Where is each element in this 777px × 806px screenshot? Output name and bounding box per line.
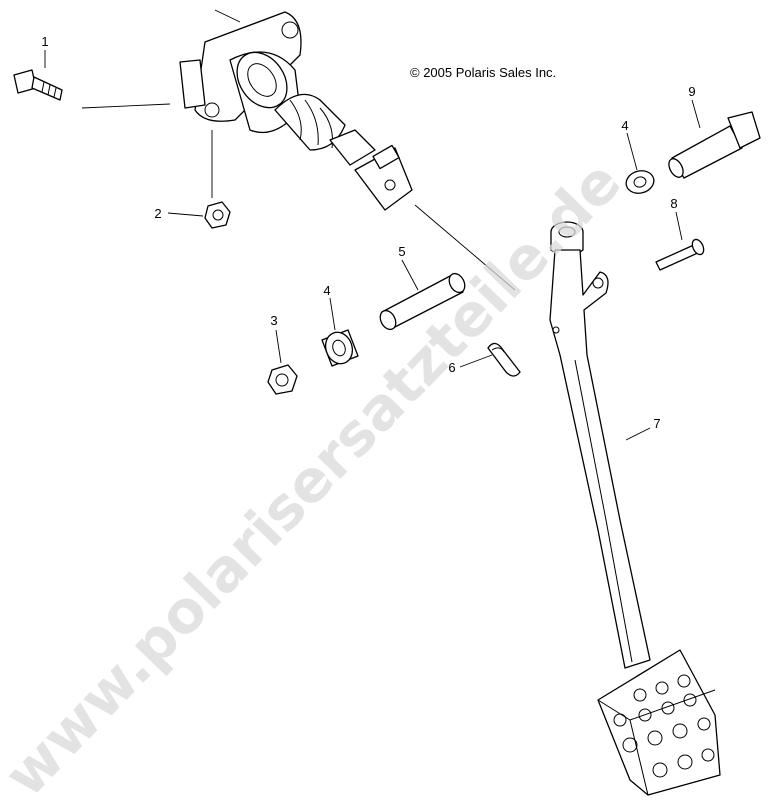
nut-part-2 bbox=[167, 201, 231, 229]
assembly-line-clevis bbox=[414, 204, 516, 291]
callout-1: 1 bbox=[41, 34, 48, 49]
nut-part-3 bbox=[267, 329, 298, 395]
callout-4-left: 4 bbox=[323, 283, 330, 298]
callout-7: 7 bbox=[653, 416, 660, 431]
assembly-line-bolt bbox=[81, 103, 171, 109]
watermark: www.polarisersatzteile.de bbox=[0, 148, 634, 806]
sleeve-part-5 bbox=[379, 259, 466, 331]
pedal-pad-grip bbox=[613, 674, 715, 778]
callout-5: 5 bbox=[398, 244, 405, 259]
copyright-notice: © 2005 Polaris Sales Inc. bbox=[410, 65, 556, 80]
callout-4-right: 4 bbox=[621, 118, 628, 133]
clip-part-6 bbox=[459, 342, 521, 377]
callout-9: 9 bbox=[688, 84, 695, 99]
brake-pedal-part-7 bbox=[549, 221, 721, 796]
callout-3: 3 bbox=[270, 313, 277, 328]
bolt-part-9 bbox=[668, 99, 761, 179]
bushing-part-4-right bbox=[625, 132, 655, 194]
callout-6: 6 bbox=[448, 360, 455, 375]
clevis-pin-part-8 bbox=[655, 211, 705, 271]
master-cylinder bbox=[179, 9, 413, 211]
callout-2: 2 bbox=[154, 206, 161, 221]
bolt-part-1 bbox=[13, 50, 63, 101]
bushing-part-4-left bbox=[321, 297, 359, 367]
callout-8: 8 bbox=[670, 196, 677, 211]
